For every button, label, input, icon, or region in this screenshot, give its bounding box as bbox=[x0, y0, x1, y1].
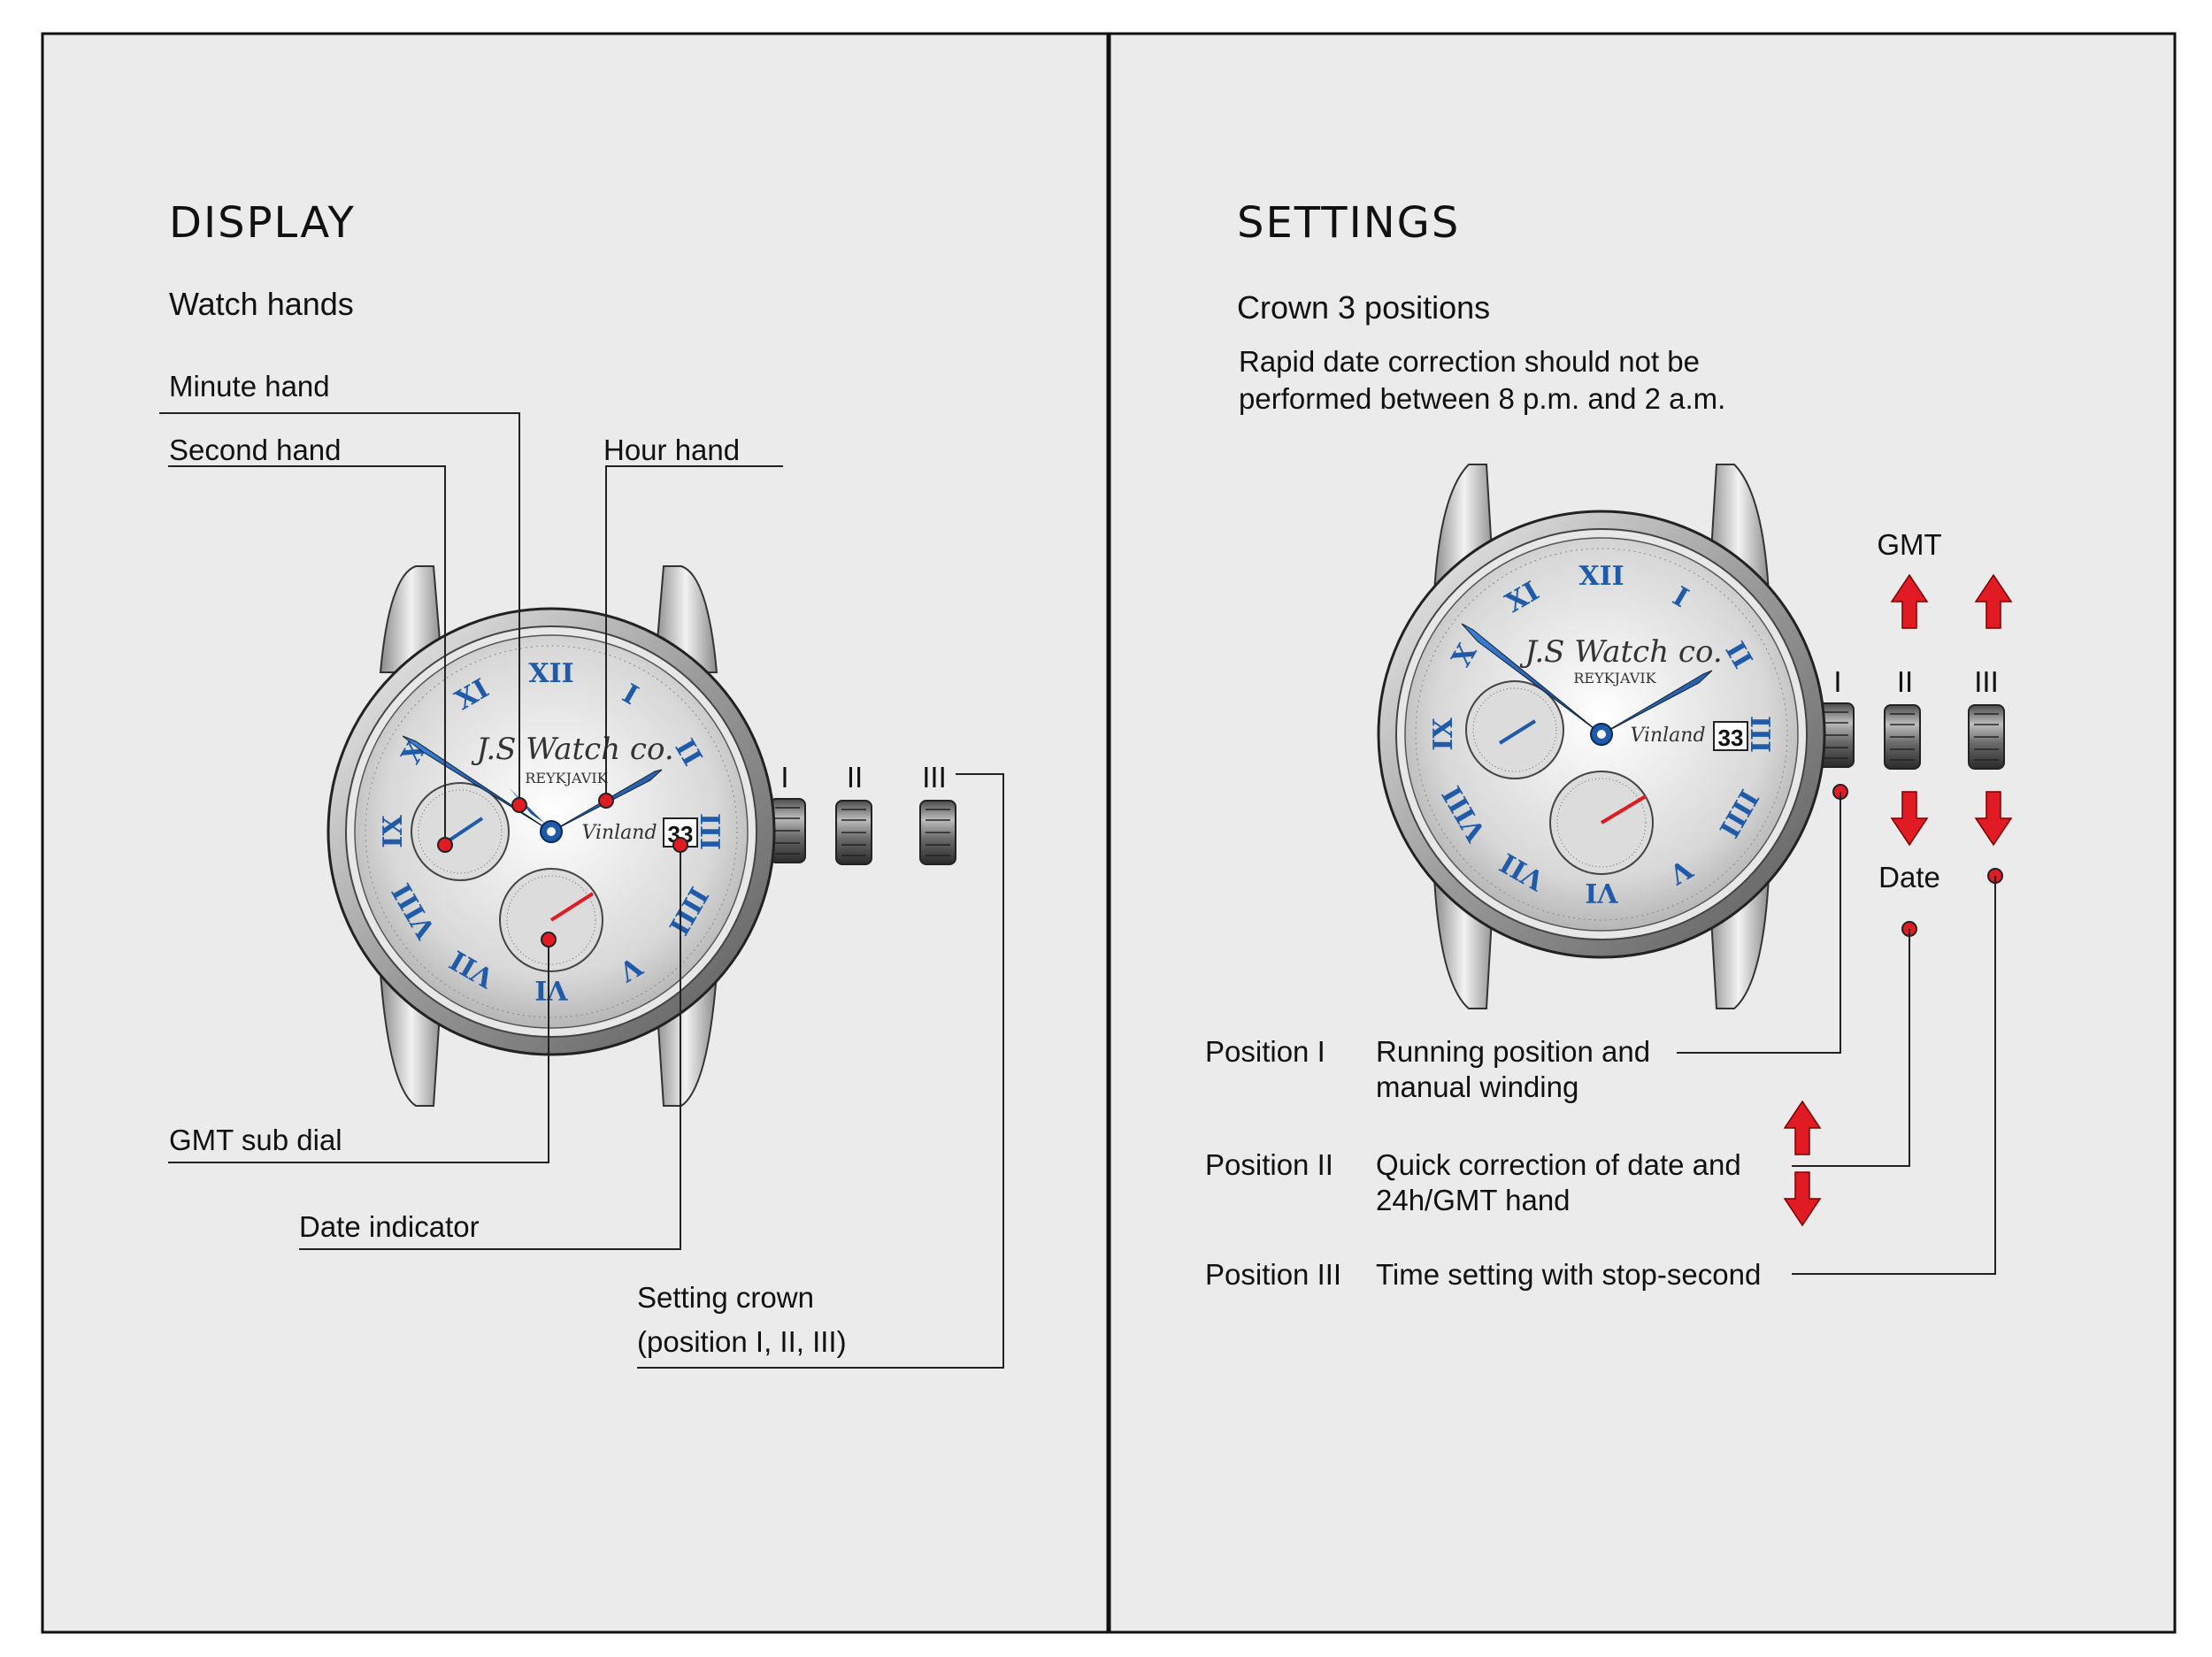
crown-label-ii: II bbox=[1897, 665, 1913, 698]
crown-position-ii bbox=[1884, 704, 1921, 770]
gmt-label: GMT bbox=[1877, 528, 1941, 561]
label-gmt-sub-dial: GMT sub dial bbox=[169, 1124, 342, 1156]
settings-note-line-2: performed between 8 p.m. and 2 a.m. bbox=[1239, 382, 1725, 415]
minute-hand bbox=[1461, 623, 1602, 735]
label-minute-hand: Minute hand bbox=[169, 370, 330, 403]
position-iii-name: Position III bbox=[1205, 1258, 1341, 1291]
roman-numeral: III bbox=[694, 813, 725, 850]
marker-date-indicator bbox=[672, 837, 688, 853]
position-i-desc-2: manual winding bbox=[1376, 1070, 1578, 1103]
label-date-indicator: Date indicator bbox=[299, 1210, 480, 1243]
crown-label-ii: II bbox=[847, 761, 863, 794]
position-ii-name: Position II bbox=[1205, 1148, 1333, 1181]
leader-setting-crown bbox=[637, 773, 1004, 1369]
position-i-name: Position I bbox=[1205, 1035, 1325, 1068]
display-title: DISPLAY bbox=[169, 198, 356, 248]
settings-title: SETTINGS bbox=[1237, 198, 1460, 248]
sub-dial-track bbox=[418, 789, 503, 874]
minute-track bbox=[365, 645, 738, 1018]
roman-numeral: IX bbox=[378, 815, 409, 848]
hour-hand bbox=[1601, 670, 1713, 735]
settings-subtitle: Crown 3 positions bbox=[1237, 289, 1490, 326]
roman-numeral: IX bbox=[1428, 717, 1459, 751]
crown-position-ii bbox=[835, 800, 872, 865]
center-pin bbox=[1597, 730, 1606, 739]
brand-city: REYKJAVIK bbox=[525, 770, 608, 786]
leader-minute-hand bbox=[159, 412, 520, 805]
position-ii-desc-2: 24h/GMT hand bbox=[1376, 1184, 1571, 1216]
leader-position-i bbox=[1677, 792, 1841, 1054]
date-window bbox=[1713, 721, 1748, 751]
label-hour-hand: Hour hand bbox=[603, 433, 740, 466]
settings-note-line-1: Rapid date correction should not be bbox=[1239, 345, 1700, 378]
label-setting-crown-positions: (position I, II, III) bbox=[637, 1325, 847, 1358]
crown-label-i: I bbox=[1833, 665, 1841, 698]
leader-second-hand bbox=[168, 465, 446, 845]
label-second-hand: Second hand bbox=[169, 433, 342, 466]
model-name: Vinland bbox=[1630, 725, 1705, 747]
crown-label-iii: III bbox=[922, 761, 947, 794]
sub-dial-track bbox=[1556, 778, 1647, 868]
gmt-hand bbox=[1498, 719, 1537, 745]
position-iii-desc-1: Time setting with stop-second bbox=[1376, 1258, 1761, 1291]
brand-logo: J.S Watch co. bbox=[1519, 634, 1722, 670]
roman-numeral: VI bbox=[1585, 877, 1618, 908]
marker-minute-hand bbox=[511, 797, 527, 813]
leader-date-indicator bbox=[299, 845, 681, 1250]
crown-label-i: I bbox=[780, 761, 788, 794]
marker-hour-hand bbox=[598, 793, 614, 809]
marker-second-hand bbox=[437, 837, 453, 853]
second-hand bbox=[1600, 794, 1647, 825]
sub-dial-track bbox=[1472, 687, 1557, 772]
crown-position-iii bbox=[1968, 704, 2005, 770]
center-pin bbox=[547, 827, 556, 836]
leader-hour-hand bbox=[605, 465, 783, 801]
minute-track bbox=[1415, 548, 1788, 921]
date-label: Date bbox=[1878, 861, 1940, 894]
crown-position-iii bbox=[919, 800, 956, 865]
marker-gmt-sub-dial bbox=[541, 932, 557, 947]
gmt-sub-dial bbox=[1465, 680, 1564, 779]
roman-numeral: III bbox=[1744, 716, 1775, 753]
date-value: 33 bbox=[1718, 725, 1744, 751]
model-name: Vinland bbox=[581, 822, 657, 844]
label-setting-crown: Setting crown bbox=[637, 1281, 814, 1314]
brand-logo: J.S Watch co. bbox=[471, 732, 673, 767]
roman-numeral: VI bbox=[534, 974, 568, 1005]
position-i-desc-1: Running position and bbox=[1376, 1035, 1650, 1068]
roman-numeral: XII bbox=[1578, 561, 1624, 592]
second-hand bbox=[549, 892, 595, 922]
crown-label-iii: III bbox=[1974, 665, 1999, 698]
brand-city: REYKJAVIK bbox=[1573, 670, 1656, 687]
leader-position-ii bbox=[1792, 929, 1910, 1167]
leader-gmt-sub-dial bbox=[168, 940, 549, 1163]
sub-dial-track bbox=[506, 875, 596, 965]
position-ii-desc-1: Quick correction of date and bbox=[1376, 1148, 1741, 1181]
display-subtitle: Watch hands bbox=[169, 286, 354, 322]
leader-position-iii bbox=[1792, 876, 1996, 1275]
roman-numeral: XII bbox=[528, 658, 573, 689]
